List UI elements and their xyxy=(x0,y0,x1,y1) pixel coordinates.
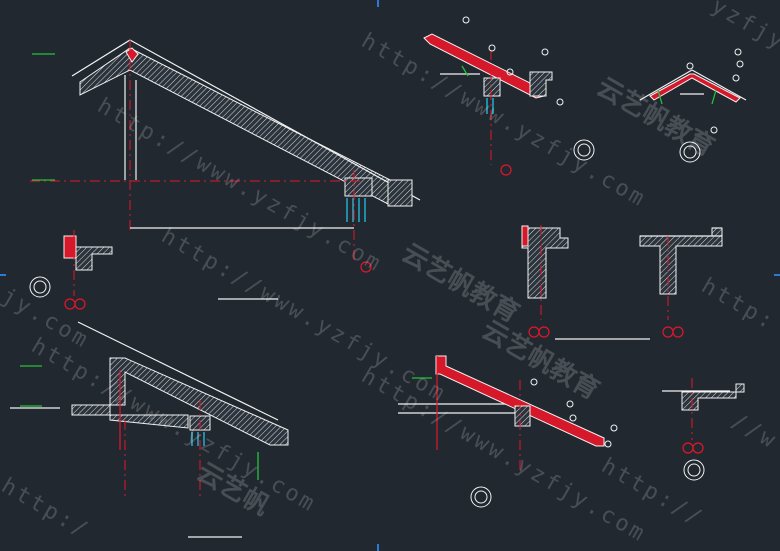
detail-ridge-small[interactable] xyxy=(639,48,747,134)
detail-t-section-right[interactable] xyxy=(639,227,723,338)
watermark-cn-2: 云艺帆教育 xyxy=(397,237,525,329)
watermark-tail-5: http:/ xyxy=(0,474,94,544)
detail-gutter-small[interactable] xyxy=(29,230,113,310)
detail-red-slab-top[interactable] xyxy=(423,16,701,176)
watermark-cn-1: 云艺帆教育 xyxy=(592,71,720,163)
detail-slab-eave-left[interactable] xyxy=(10,321,289,538)
detail-gutter-right[interactable] xyxy=(662,378,745,481)
watermark-tail-4: http: xyxy=(697,274,780,336)
watermark-tail-6: //w xyxy=(727,409,780,455)
watermark-url-5: http://www.yzfjy.com xyxy=(357,364,651,548)
detail-t-section-left[interactable] xyxy=(521,225,650,340)
detail-red-eave-bottom[interactable] xyxy=(398,355,618,508)
watermark-tail-1: yzfjy xyxy=(707,0,780,56)
detail-roof-eave-large[interactable] xyxy=(30,39,421,300)
